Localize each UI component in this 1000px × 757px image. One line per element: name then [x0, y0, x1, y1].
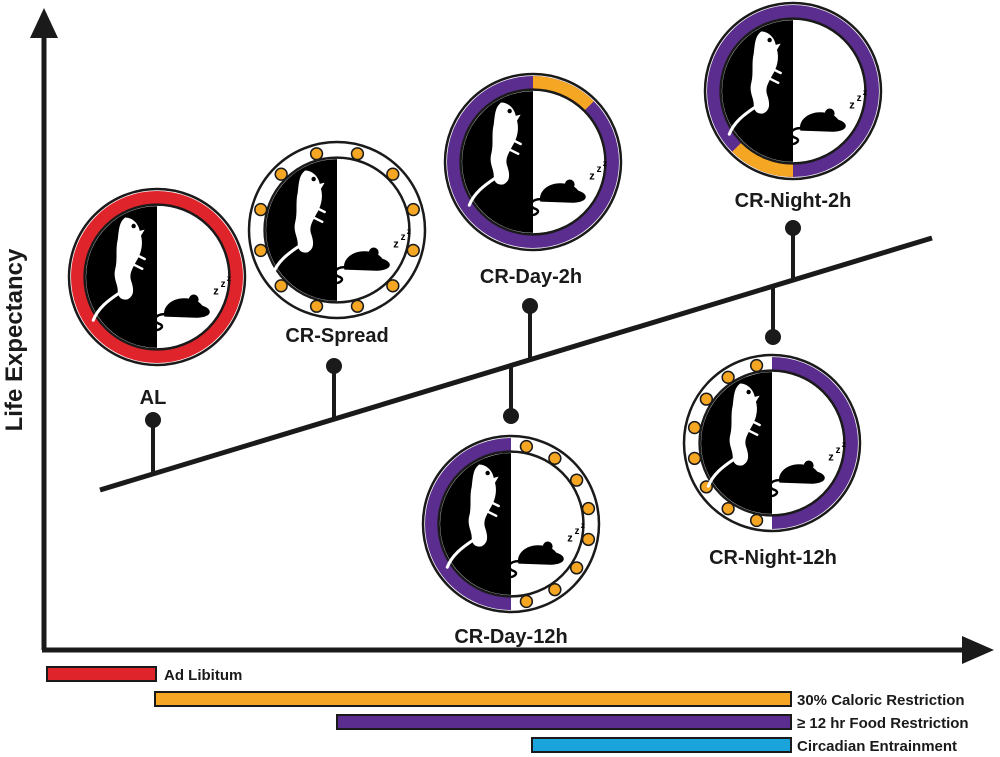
bar-caloric-restriction-label: 30% Caloric Restriction	[797, 692, 965, 709]
food-pellet-dot	[519, 594, 534, 609]
connector-cr-day-12h	[503, 366, 519, 424]
bar-circadian-entrainment	[531, 737, 792, 753]
connector-al	[145, 412, 161, 474]
y-axis-arrow	[30, 8, 58, 38]
food-pellet-dot	[309, 147, 324, 161]
label-cr-night-2h: CR-Night-2h	[735, 190, 852, 212]
food-pellet-dot	[687, 451, 702, 466]
bar-circadian-entrainment-label: Circadian Entrainment	[797, 738, 957, 755]
label-cr-day-2h: CR-Day-2h	[480, 266, 582, 288]
badge-cr-night-12h	[682, 353, 862, 533]
food-pellet-dot	[254, 243, 268, 258]
connector-cr-night-2h	[785, 220, 801, 281]
food-pellet-dot	[749, 513, 764, 528]
bar-food-restriction-label: ≥ 12 hr Food Restriction	[797, 715, 969, 732]
y-axis-label: Life Expectancy	[1, 248, 28, 431]
food-pellet-dot	[274, 167, 288, 181]
food-pellet-dot	[254, 202, 268, 217]
label-cr-spread: CR-Spread	[285, 325, 388, 347]
label-cr-night-12h: CR-Night-12h	[709, 547, 837, 569]
badge-cr-day-12h	[421, 434, 601, 614]
food-pellet-dot	[569, 561, 584, 575]
bar-ad-libitum	[46, 666, 157, 682]
connector-cr-day-2h	[522, 298, 538, 360]
bar-ad-libitum-label: Ad Libitum	[164, 667, 242, 684]
bar-caloric-restriction	[154, 691, 792, 707]
food-pellet-dot	[699, 392, 714, 406]
food-pellet-dot	[350, 147, 365, 161]
badge-al	[67, 187, 247, 367]
badge-cr-night-2h	[703, 1, 883, 181]
badge-cr-spread	[247, 140, 427, 320]
food-pellet-dot	[274, 279, 288, 293]
food-pellet-dot	[386, 279, 400, 293]
food-pellet-dot	[548, 451, 562, 466]
food-pellet-dot	[309, 299, 324, 313]
food-pellet-dot	[386, 167, 400, 181]
connectors	[145, 220, 801, 474]
food-pellet-dot	[749, 358, 764, 373]
food-pellet-dot	[406, 243, 420, 258]
bar-food-restriction	[336, 714, 792, 730]
food-pellet-dot	[721, 501, 735, 516]
legend-bars: Ad Libitum 30% Caloric Restriction ≥ 12 …	[46, 666, 969, 755]
axes: Life Expectancy	[1, 8, 994, 664]
label-cr-day-12h: CR-Day-12h	[454, 626, 567, 648]
food-pellet-dot	[406, 202, 420, 217]
connector-cr-spread	[326, 358, 342, 419]
food-pellet-dot	[581, 532, 596, 547]
badge-cr-day-2h	[443, 72, 623, 252]
food-pellet-dot	[581, 501, 596, 516]
label-al: AL	[140, 387, 167, 409]
food-pellet-dot	[350, 299, 365, 313]
food-pellet-dot	[687, 420, 702, 435]
food-pellet-dot	[548, 582, 562, 597]
food-pellet-dot	[721, 370, 735, 385]
food-pellet-dot	[519, 439, 534, 454]
food-pellet-dot	[569, 473, 584, 487]
connector-cr-night-12h	[765, 287, 781, 345]
x-axis-arrow	[962, 636, 994, 664]
